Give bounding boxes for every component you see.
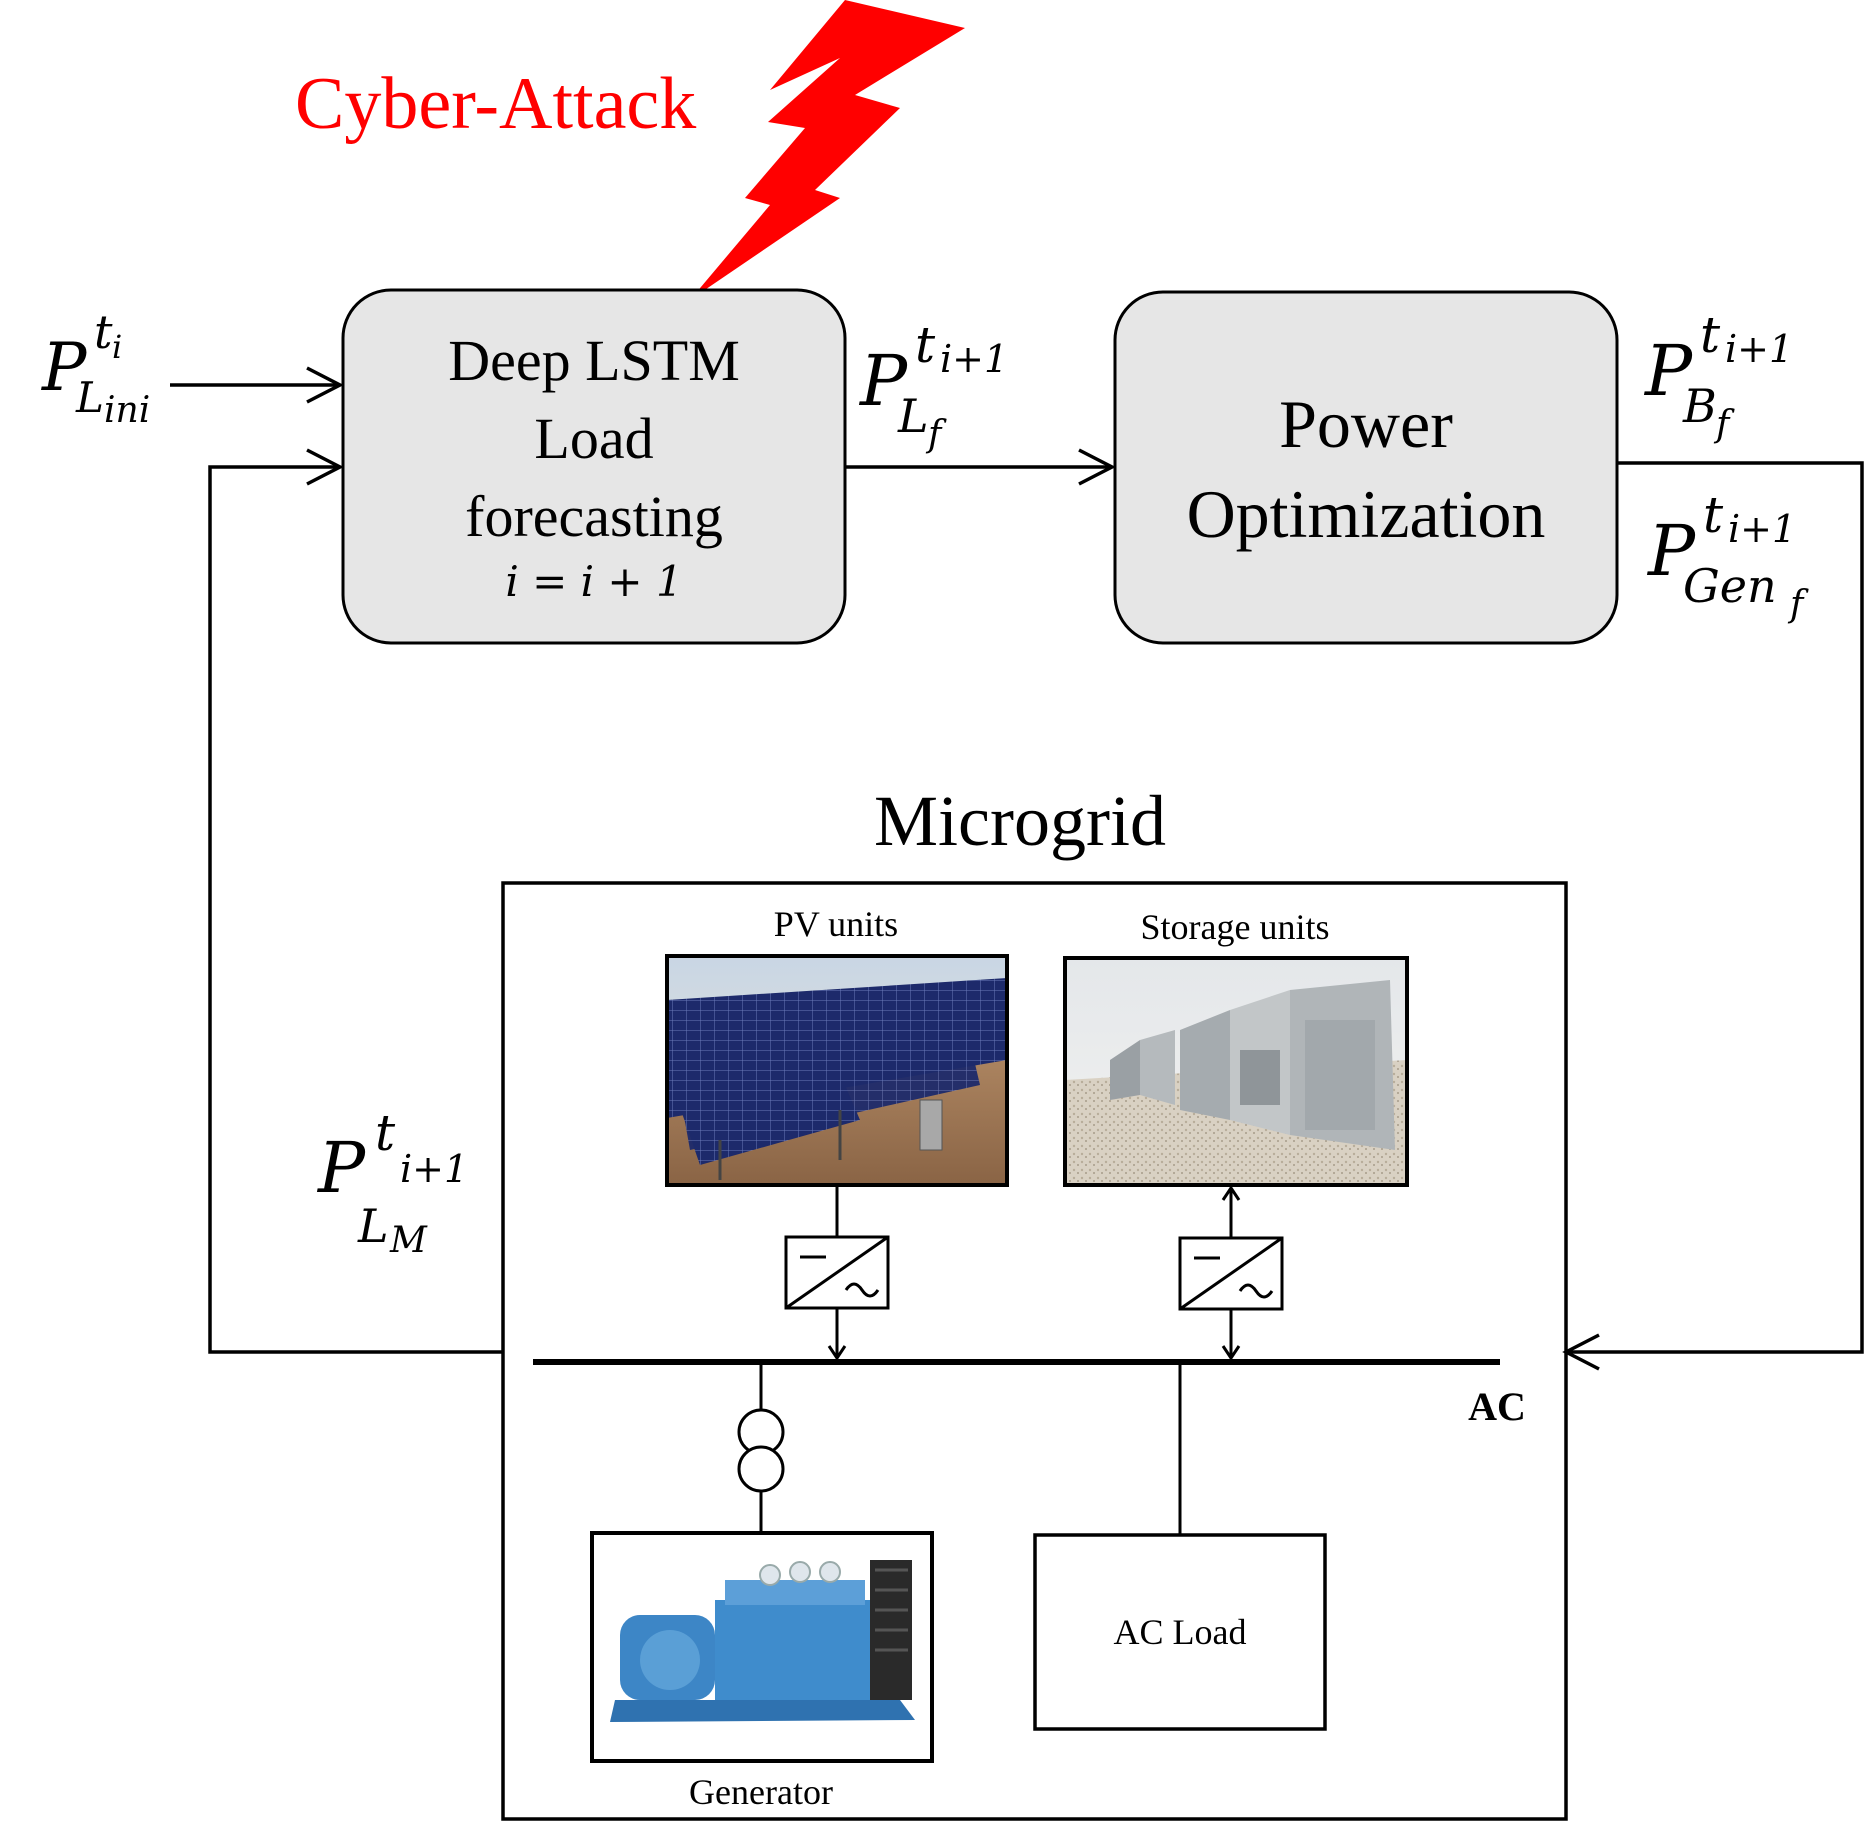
battery-power-symbol: P t i+1 B f [1643, 306, 1793, 445]
pv-units-label: PV units [774, 904, 898, 944]
input-load-sub-sub: ini [104, 390, 150, 431]
lightning-bolt-icon [690, 0, 965, 300]
input-load-P: P [41, 329, 88, 406]
ac-bus-label: AC [1468, 1384, 1526, 1429]
lstm-block-line1: Deep LSTM [448, 328, 740, 393]
forecast-load-sub: L [897, 389, 929, 443]
battery-power-sup-sub: i+1 [1725, 327, 1793, 371]
optimization-line1: Power [1279, 386, 1453, 462]
measured-load-sup: t [375, 1104, 396, 1162]
generator-label: Generator [689, 1772, 833, 1812]
pv-panel-image [665, 954, 1009, 1187]
ac-load-box [1033, 1533, 1327, 1731]
input-load-sup-sub: i [112, 328, 122, 366]
storage-inverter-icon [1178, 1236, 1284, 1311]
measured-load-sub-sub: M [389, 1220, 428, 1261]
input-load-symbol: P t i L ini [41, 305, 150, 431]
pv-inverter-icon [784, 1235, 890, 1310]
forecast-load-sup: t [915, 316, 936, 374]
ac-load-label: AC Load [1114, 1612, 1247, 1652]
lstm-block-line3: forecasting [465, 484, 723, 549]
forecast-load-P: P [858, 340, 909, 422]
storage-to-bus-arrow [1221, 1309, 1241, 1361]
microgrid-title: Microgrid [874, 781, 1166, 861]
lstm-block-line2: Load [534, 406, 653, 471]
generator-power-sub-sub: f [1787, 584, 1809, 625]
input-load-sub: L [75, 373, 104, 422]
generator-power-sup-sub: i+1 [1728, 507, 1796, 551]
measured-load-symbol: P t i+1 L M [316, 1104, 468, 1261]
optimization-line2: Optimization [1187, 476, 1546, 552]
generator-power-sup: t [1703, 486, 1724, 544]
forecast-load-arrow [845, 448, 1116, 486]
measured-load-sup-sub: i+1 [400, 1147, 468, 1191]
storage-bidirectional-arrow [1221, 1185, 1241, 1237]
generator-power-sub: Gen [1683, 559, 1777, 613]
storage-image [1063, 956, 1409, 1187]
measured-load-sub: L [357, 1199, 389, 1253]
battery-power-sub: B [1682, 379, 1717, 433]
forecast-load-sup-sub: i+1 [940, 337, 1008, 381]
cyber-attack-label: Cyber-Attack [295, 63, 696, 145]
battery-power-sub-sub: f [1713, 404, 1735, 445]
battery-power-sup: t [1700, 306, 1721, 364]
forecast-load-symbol: P t i+1 L f [858, 316, 1008, 455]
microgrid-frame [501, 881, 1568, 1821]
battery-power-P: P [1643, 330, 1694, 412]
measured-load-P: P [316, 1127, 367, 1209]
input-load-arrow [170, 366, 344, 404]
forecast-load-sub-sub: f [925, 414, 947, 455]
generator-power-P: P [1646, 510, 1697, 592]
generator-image [590, 1531, 934, 1763]
feedback-measured-load-line [208, 448, 503, 1354]
storage-units-label: Storage units [1141, 907, 1330, 947]
power-optimization-block[interactable] [1113, 290, 1619, 645]
pv-to-bus-arrow [827, 1308, 847, 1361]
generator-power-symbol: P t i+1 Gen f [1646, 486, 1809, 625]
input-load-sup: t [94, 305, 113, 359]
lstm-counter: i = i + 1 [505, 557, 682, 606]
transformer-icon [737, 1408, 785, 1493]
